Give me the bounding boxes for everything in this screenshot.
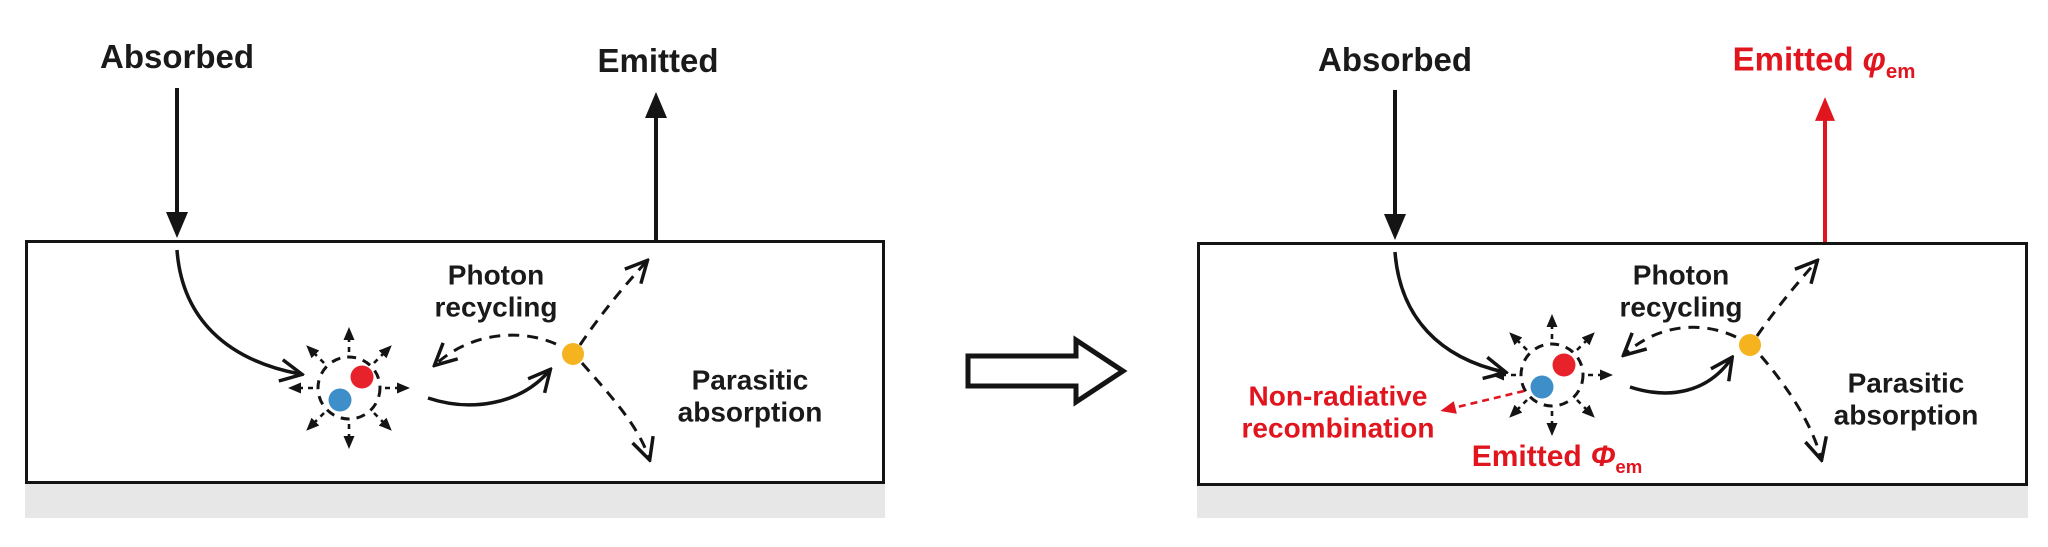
semiconductor-box-right bbox=[1197, 242, 2028, 486]
non-radiative-label: Non-radiative recombination bbox=[1241, 380, 1435, 444]
substrate-left bbox=[25, 484, 885, 518]
absorbed-label-right: Absorbed bbox=[1317, 40, 1473, 78]
emitted-label-left: Emitted bbox=[597, 41, 719, 79]
substrate-right bbox=[1197, 486, 2028, 518]
parasitic-absorption-label-left: Parasitic absorption bbox=[677, 364, 823, 428]
parasitic-absorption-label-right: Parasitic absorption bbox=[1833, 367, 1979, 431]
transform-block-arrow bbox=[965, 335, 1128, 407]
absorbed-label-left: Absorbed bbox=[99, 37, 255, 75]
photon-recycling-label-right: Photon recycling bbox=[1619, 259, 1743, 323]
photon-recycling-label-left: Photon recycling bbox=[434, 259, 558, 323]
